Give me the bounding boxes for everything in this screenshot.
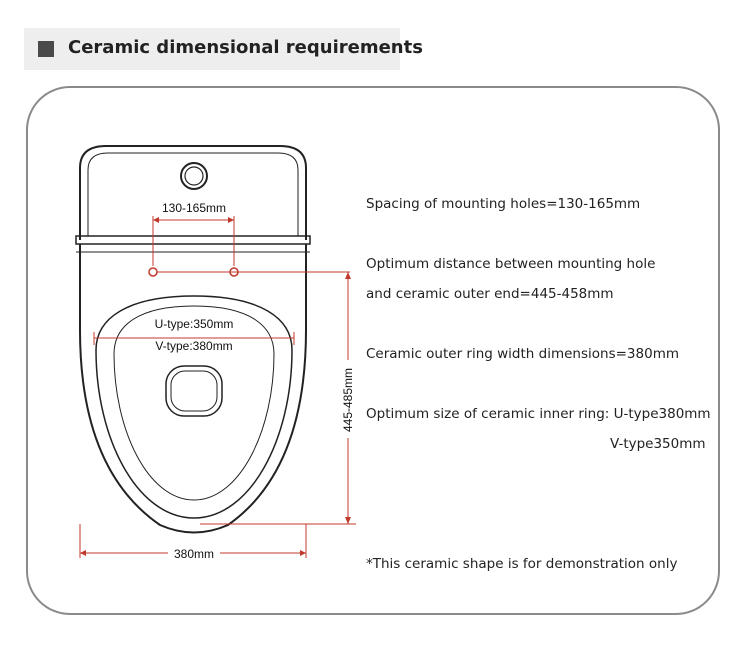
- u-type-label: U-type:350mm: [155, 317, 234, 331]
- bowl-outer: [79, 244, 307, 534]
- bowl-inner-ring: [95, 295, 293, 519]
- tank-base: [75, 235, 311, 245]
- flush-button-icon: [180, 162, 208, 190]
- v-type-label: V-type:380mm: [155, 339, 232, 353]
- spec-distance-line2: and ceramic outer end=445-458mm: [366, 286, 614, 302]
- demo-note: *This ceramic shape is for demonstration…: [366, 556, 678, 572]
- length-label: 445-485mm: [341, 368, 355, 432]
- bowl-seat-ring: [113, 305, 275, 501]
- content-frame: [26, 86, 720, 615]
- mounting-hole-left: [148, 267, 158, 277]
- section-title: Ceramic dimensional requirements: [68, 37, 423, 58]
- width-label: 380mm: [174, 547, 214, 561]
- drain-icon: [165, 365, 223, 417]
- hole-spacing-label: 130-165mm: [162, 201, 226, 215]
- spec-distance-line1: Optimum distance between mounting hole: [366, 256, 656, 272]
- header-square-icon: [38, 41, 54, 57]
- spec-mounting-holes: Spacing of mounting holes=130-165mm: [366, 196, 641, 212]
- tank-outline: [79, 145, 307, 240]
- spec-inner-ring-line1: Optimum size of ceramic inner ring: U-ty…: [366, 406, 711, 422]
- tank-inner-line: [87, 152, 299, 236]
- spec-inner-ring-line2: V-type350mm: [610, 436, 706, 452]
- section-header: Ceramic dimensional requirements: [24, 28, 423, 70]
- spec-outer-ring: Ceramic outer ring width dimensions=380m…: [366, 346, 679, 362]
